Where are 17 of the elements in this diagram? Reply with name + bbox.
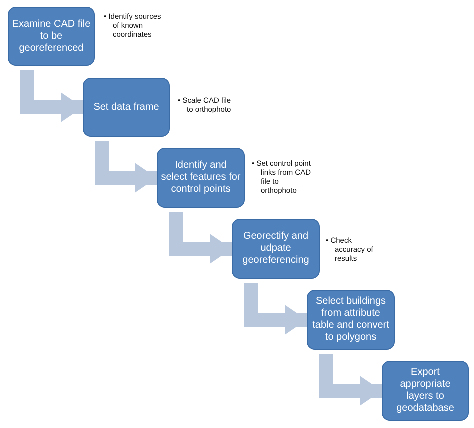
step-label: Examine CAD file to be georeferenced [11, 18, 92, 54]
bent-arrow [95, 141, 157, 193]
step-label: Export appropriate layers to geodatabase [396, 367, 456, 415]
bent-arrow [244, 283, 307, 335]
process-box [8, 7, 95, 66]
step-label: Select buildings from attribute table and convert to polygons [312, 296, 390, 344]
step-label: Set data frame [92, 102, 160, 114]
step-label: Identify and select features for control points [160, 160, 242, 196]
step-label: Georectify and udpate georeferencing [242, 231, 310, 267]
process-box [307, 290, 395, 350]
process-box [83, 78, 170, 137]
bent-arrow [20, 70, 83, 122]
bent-arrow [319, 354, 382, 406]
process-box [157, 148, 245, 208]
bent-arrow [169, 212, 232, 264]
process-box [232, 219, 320, 279]
process-box [382, 361, 469, 421]
